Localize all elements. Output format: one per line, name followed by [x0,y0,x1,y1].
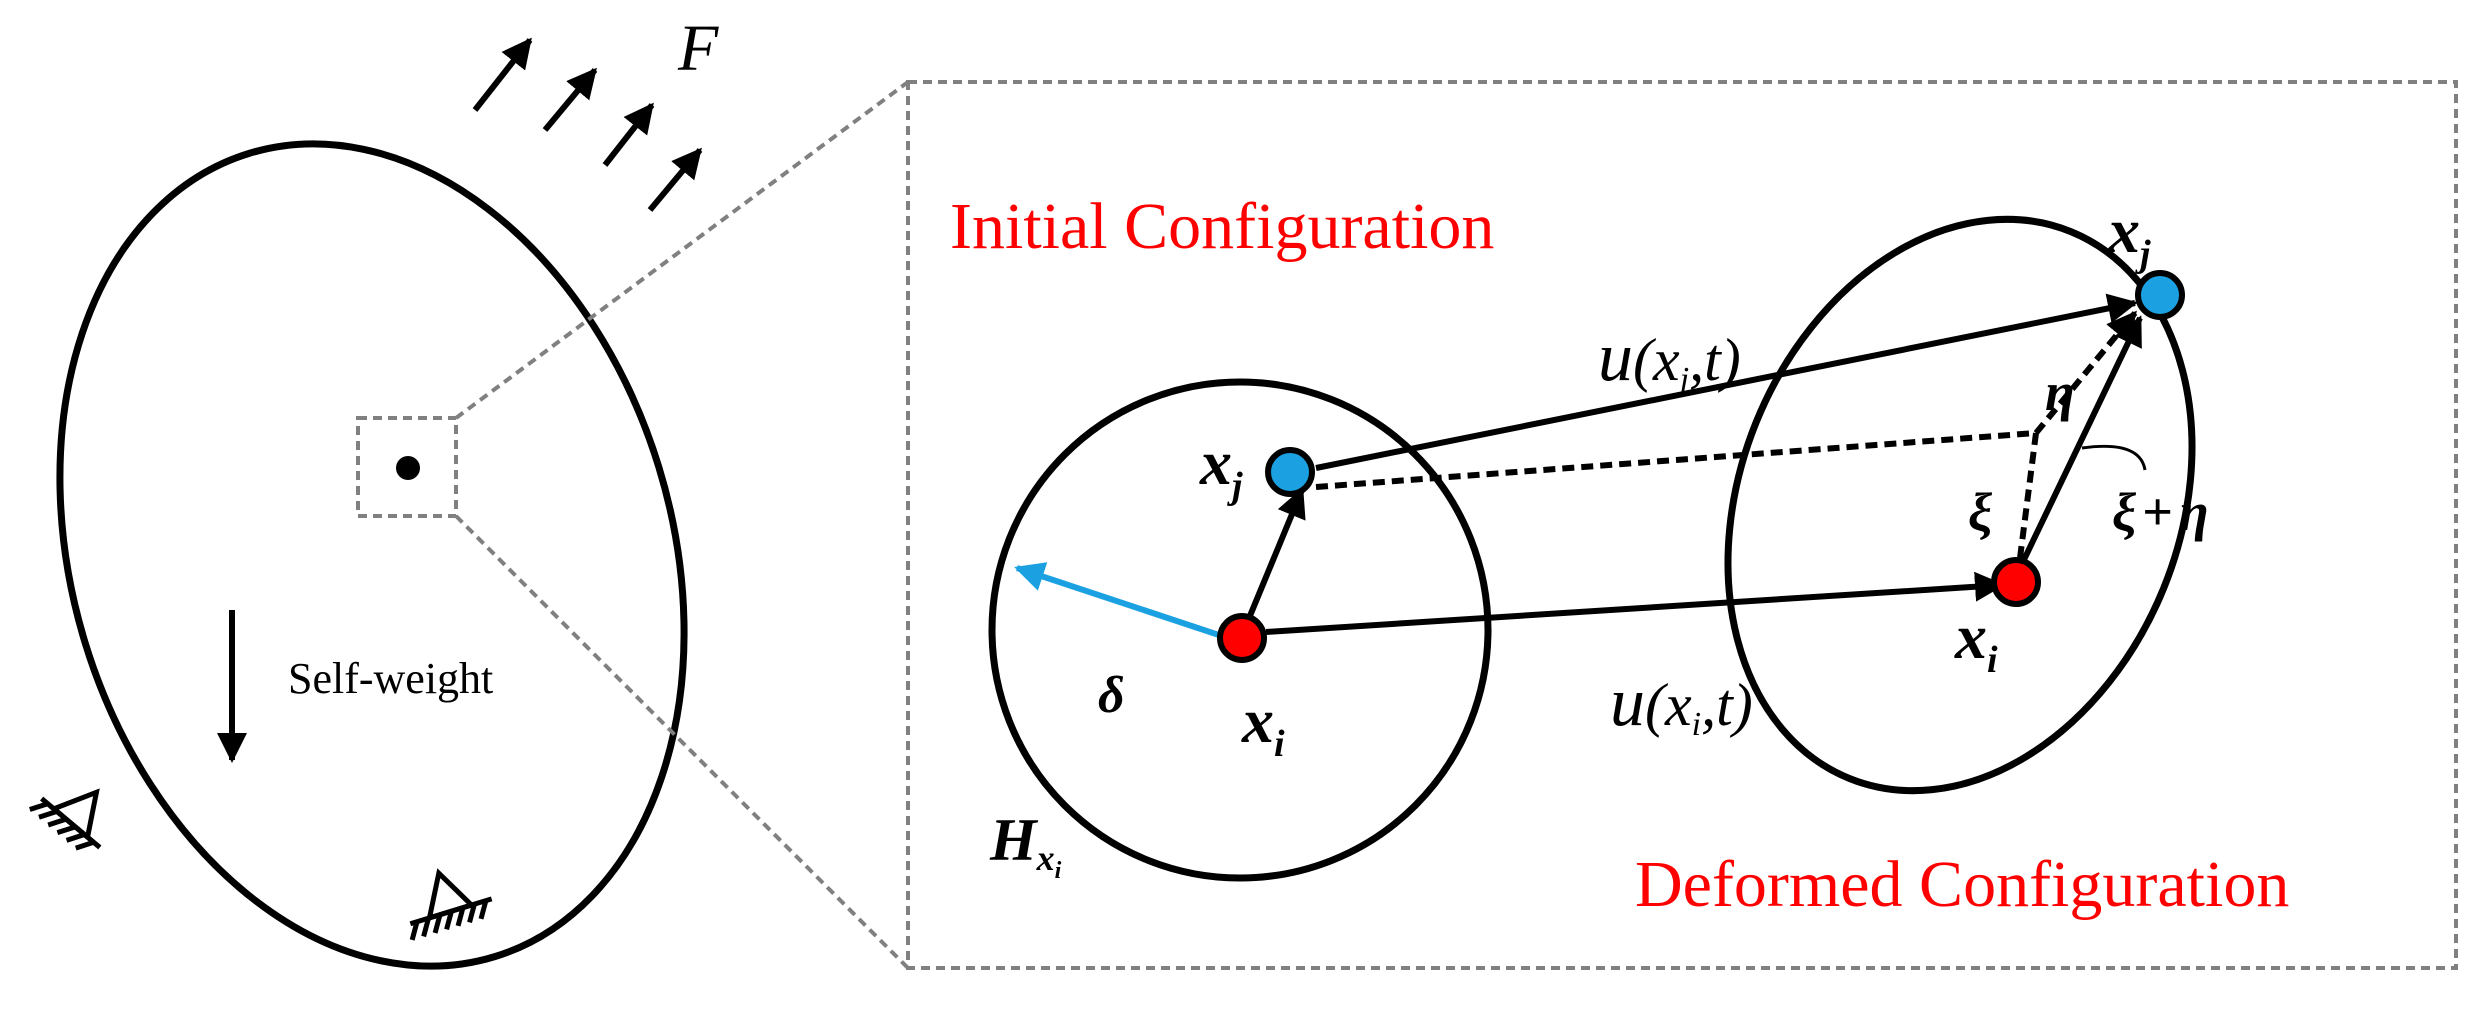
particle-i-initial [1217,613,1267,663]
force-arrow-3 [602,102,655,167]
label-xi-initial: xi [1241,685,1285,765]
zoom-box [356,416,458,518]
xi-dashed [2017,432,2039,559]
label-xi-plus-eta: ξ+η [2112,482,2209,542]
delta-label: δ [1098,667,1125,724]
horizon-circle [988,378,1492,882]
zoom-connector-bottom [454,514,910,970]
force-label: F [677,12,719,85]
horizon-label: Hxi [989,807,1062,884]
label-eta: η [2045,362,2075,422]
body-outline [56,140,688,970]
label-xj-initial: xj [1199,427,1243,507]
zoom-panel-frame [906,80,2458,970]
self-weight-label: Self-weight [288,654,493,703]
particle-i-deformed [1991,557,2041,607]
label-u-xj: u(xj,t) [1598,319,1741,398]
label-xj-deformed: xj [2107,195,2151,275]
horizon-radius-arrow [1014,562,1241,645]
xi-plus-eta-arrow [2017,315,2143,570]
force-arrows [472,37,703,212]
displacement-ui-arrow [1265,571,2005,635]
initial-configuration-label: Initial Configuration [950,190,1494,263]
label-xi-deformed: xi [1954,601,1998,681]
translated-bond-dashed [1315,430,2037,490]
xi-plus-eta-leader [2081,444,2147,471]
force-arrow-1 [472,37,533,112]
eta-dashed-arrow [2033,310,2138,435]
material-point [396,456,420,480]
label-xi: ξ [1968,482,1992,542]
particle-j-initial [1265,447,1315,497]
force-arrow-4 [647,147,703,212]
deformed-configuration-label: Deformed Configuration [1635,848,2289,921]
particle-j-deformed [2135,270,2185,320]
deformed-horizon [1724,215,2196,795]
force-arrow-2 [542,67,598,132]
zoom-connector-top [454,80,910,420]
displacement-uj-arrow [1315,293,2138,471]
pin-support-icon [409,868,493,941]
pin-support-icon [29,788,102,851]
label-u-xi: u(xi,t) [1610,664,1753,743]
